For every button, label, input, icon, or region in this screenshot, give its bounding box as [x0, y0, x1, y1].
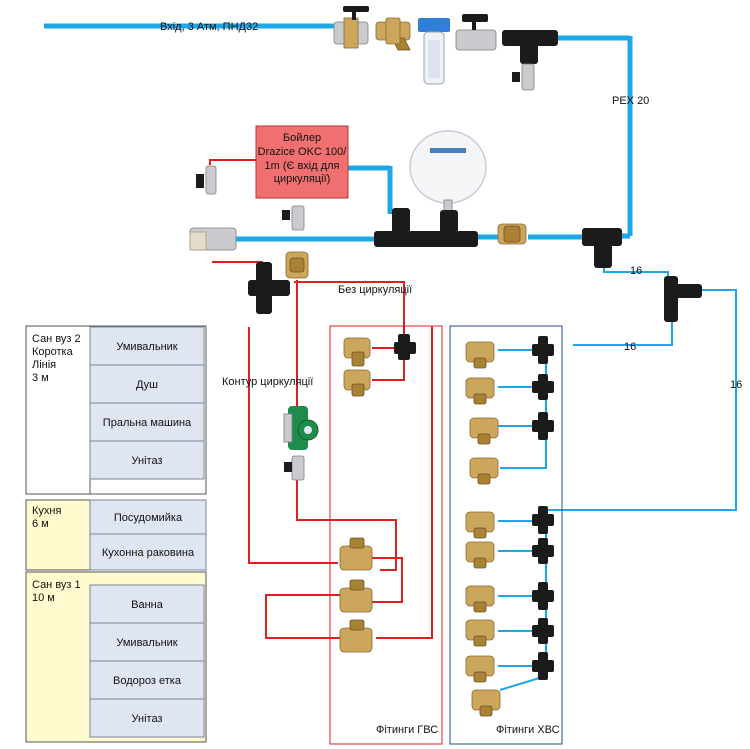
room-2-name-1: Кухня: [32, 505, 61, 517]
hot-tee-icon: [248, 262, 290, 314]
room-1-name-1: Сан вуз 2: [32, 333, 81, 345]
check-valve-icon: [497, 223, 527, 245]
room-2-name-2: 6 м: [32, 518, 49, 530]
safety-valve-icon: [189, 227, 237, 251]
hot-elbow-2-icon: [343, 369, 371, 397]
cold-elbows-lower: [465, 511, 501, 717]
outlet-ball-valve-icon: [455, 14, 497, 51]
hot-fittings-label: Фітинги ГВС: [376, 724, 438, 736]
cold-tees-upper: [532, 336, 554, 440]
fixture-dishwasher: Посудомийка: [114, 512, 183, 524]
no-circulation-label: Без циркуляції: [338, 284, 412, 296]
hot-small-tee-icon: [394, 334, 416, 360]
boiler-bottom-valve-icon: [282, 205, 305, 231]
cold-elbows-upper: [465, 341, 499, 485]
fixture-bathtub: Ванна: [131, 599, 164, 611]
pipe16-label-b: 16: [624, 341, 636, 353]
inlet-tee-icon: [502, 30, 558, 64]
fixture-water-outlet: Водороз етка: [113, 675, 182, 687]
water-filter-icon: [418, 18, 450, 85]
pipe16-label-c: 16: [730, 379, 742, 391]
fixture-toilet-1: Унітаз: [132, 455, 163, 467]
cold-main-pipes: [44, 23, 633, 242]
room-3-name-1: Сан вуз 1: [32, 579, 81, 591]
hot-manifold-2-icon: [339, 579, 373, 613]
room-1-name-4: 3 м: [32, 372, 49, 384]
boiler: Бойлер Drazice OKC 100/ 1m (Є вхід для ц…: [255, 125, 349, 199]
boiler-line-1: Бойлер: [283, 132, 321, 144]
fixture-sink-2: Умивальник: [116, 637, 177, 649]
expansion-tank-icon: [409, 130, 487, 217]
fixture-toilet-2: Унітаз: [132, 713, 163, 725]
cold-fittings-frame: [449, 325, 563, 745]
fixture-sink-1: Умивальник: [116, 341, 177, 353]
room-1-name-2: Коротка: [32, 346, 74, 358]
cold-fittings-label: Фітинги ХВС: [496, 724, 560, 736]
hot-elbow-1-icon: [343, 337, 371, 367]
fixture-washing-machine: Пральна машина: [103, 417, 192, 429]
hot-fittings-frame: [329, 325, 443, 745]
pipe16-label-a: 16: [630, 265, 642, 277]
inlet-ball-valve-icon: [333, 6, 369, 49]
boiler-line-2: Drazice OKC 100/: [258, 146, 348, 158]
mid-tee-1-icon: [374, 208, 428, 247]
hot-manifold-1-icon: [339, 537, 373, 571]
hot-manifold-3-icon: [339, 619, 373, 653]
y-strainer-icon: [375, 17, 411, 51]
right-tee-icon: [582, 228, 622, 268]
fixture-shower: Душ: [136, 379, 158, 391]
room-1-name-3: Лінія: [32, 359, 56, 371]
drain-valve-icon: [512, 63, 535, 91]
pex20-label: PEX 20: [612, 95, 649, 107]
cold-tees-lower: [532, 506, 554, 680]
fixture-kitchen-sink: Кухонна раковина: [102, 547, 195, 559]
room-3-name-2: 10 м: [32, 592, 55, 604]
cold-16-tee-icon: [664, 276, 702, 322]
mid-tee-2-icon: [422, 210, 478, 247]
inlet-label: Вхід, 3 Атм, ПНД32: [160, 21, 258, 33]
boiler-valve-left-icon: [196, 165, 217, 195]
boiler-line-3: 1m (Є вхід для: [264, 160, 339, 172]
hot-check-valve-icon: [285, 251, 309, 279]
circulation-pump-icon: [283, 406, 319, 450]
circulation-loop-label: Контур циркуляції: [222, 376, 313, 388]
rooms-table: Сан вуз 2 Коротка Лінія 3 м Умивальник Д…: [25, 325, 207, 743]
boiler-line-4: циркуляції): [274, 173, 331, 185]
pump-valve-icon: [284, 455, 305, 481]
